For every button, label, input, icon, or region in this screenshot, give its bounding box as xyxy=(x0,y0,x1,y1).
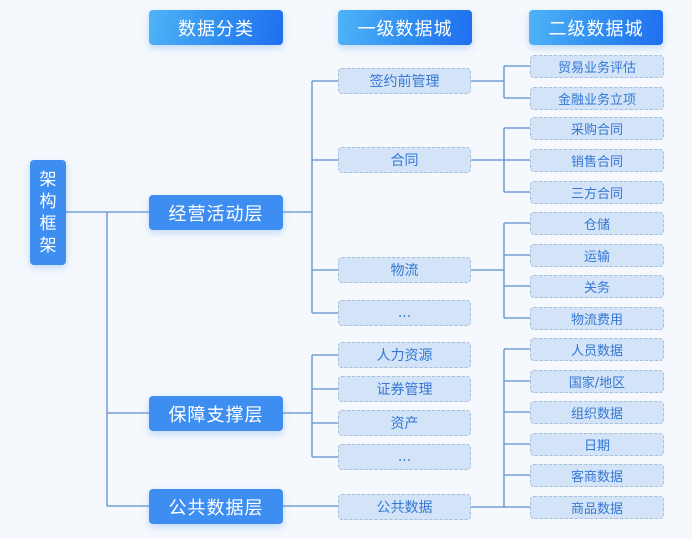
root-char: 架 xyxy=(39,235,57,256)
level1-node[interactable]: 物流 xyxy=(338,257,471,283)
header-level2-domain: 二级数据城 xyxy=(529,10,663,45)
level2-node[interactable]: 国家/地区 xyxy=(530,370,664,393)
level2-node[interactable]: 仓储 xyxy=(530,212,664,235)
level2-node[interactable]: 采购合同 xyxy=(530,117,664,140)
level1-node[interactable]: 人力资源 xyxy=(338,342,471,368)
level2-node[interactable]: 日期 xyxy=(530,433,664,456)
level2-node[interactable]: 物流费用 xyxy=(530,307,664,330)
level1-node[interactable]: 证券管理 xyxy=(338,376,471,402)
level2-node[interactable]: 金融业务立项 xyxy=(530,87,664,110)
level2-node[interactable]: 三方合同 xyxy=(530,181,664,204)
level1-node[interactable]: 公共数据 xyxy=(338,494,471,520)
root-node-architecture[interactable]: 架 构 框 架 xyxy=(30,160,66,265)
connector-contract xyxy=(471,127,530,193)
level2-node[interactable]: 运输 xyxy=(530,244,664,267)
layer-node-public-data[interactable]: 公共数据层 xyxy=(149,489,283,524)
level2-node[interactable]: 贸易业务评估 xyxy=(530,55,664,78)
connector-layer2 xyxy=(283,354,338,458)
level2-node[interactable]: 关务 xyxy=(530,275,664,298)
connector-logistics xyxy=(471,222,530,319)
level2-node[interactable]: 人员数据 xyxy=(530,338,664,361)
level1-node[interactable]: ... xyxy=(338,444,471,470)
root-char: 框 xyxy=(39,213,57,234)
connector-layer1 xyxy=(283,80,338,314)
level1-node[interactable]: ... xyxy=(338,300,471,326)
connector-sign xyxy=(471,65,530,99)
level1-node[interactable]: 合同 xyxy=(338,147,471,173)
header-level1-domain: 一级数据城 xyxy=(338,10,472,45)
connector-root-trunk xyxy=(66,211,149,507)
level2-node[interactable]: 客商数据 xyxy=(530,464,664,487)
header-data-category: 数据分类 xyxy=(149,10,283,45)
level2-node[interactable]: 组织数据 xyxy=(530,401,664,424)
connector-public xyxy=(471,348,530,508)
level1-node[interactable]: 资产 xyxy=(338,410,471,436)
layer-node-business-activity[interactable]: 经营活动层 xyxy=(149,195,283,230)
level2-node[interactable]: 商品数据 xyxy=(530,496,664,519)
layer-node-support[interactable]: 保障支撑层 xyxy=(149,396,283,431)
level2-node[interactable]: 销售合同 xyxy=(530,149,664,172)
root-char: 架 xyxy=(39,169,57,190)
root-char: 构 xyxy=(39,191,57,212)
level1-node[interactable]: 签约前管理 xyxy=(338,68,471,94)
